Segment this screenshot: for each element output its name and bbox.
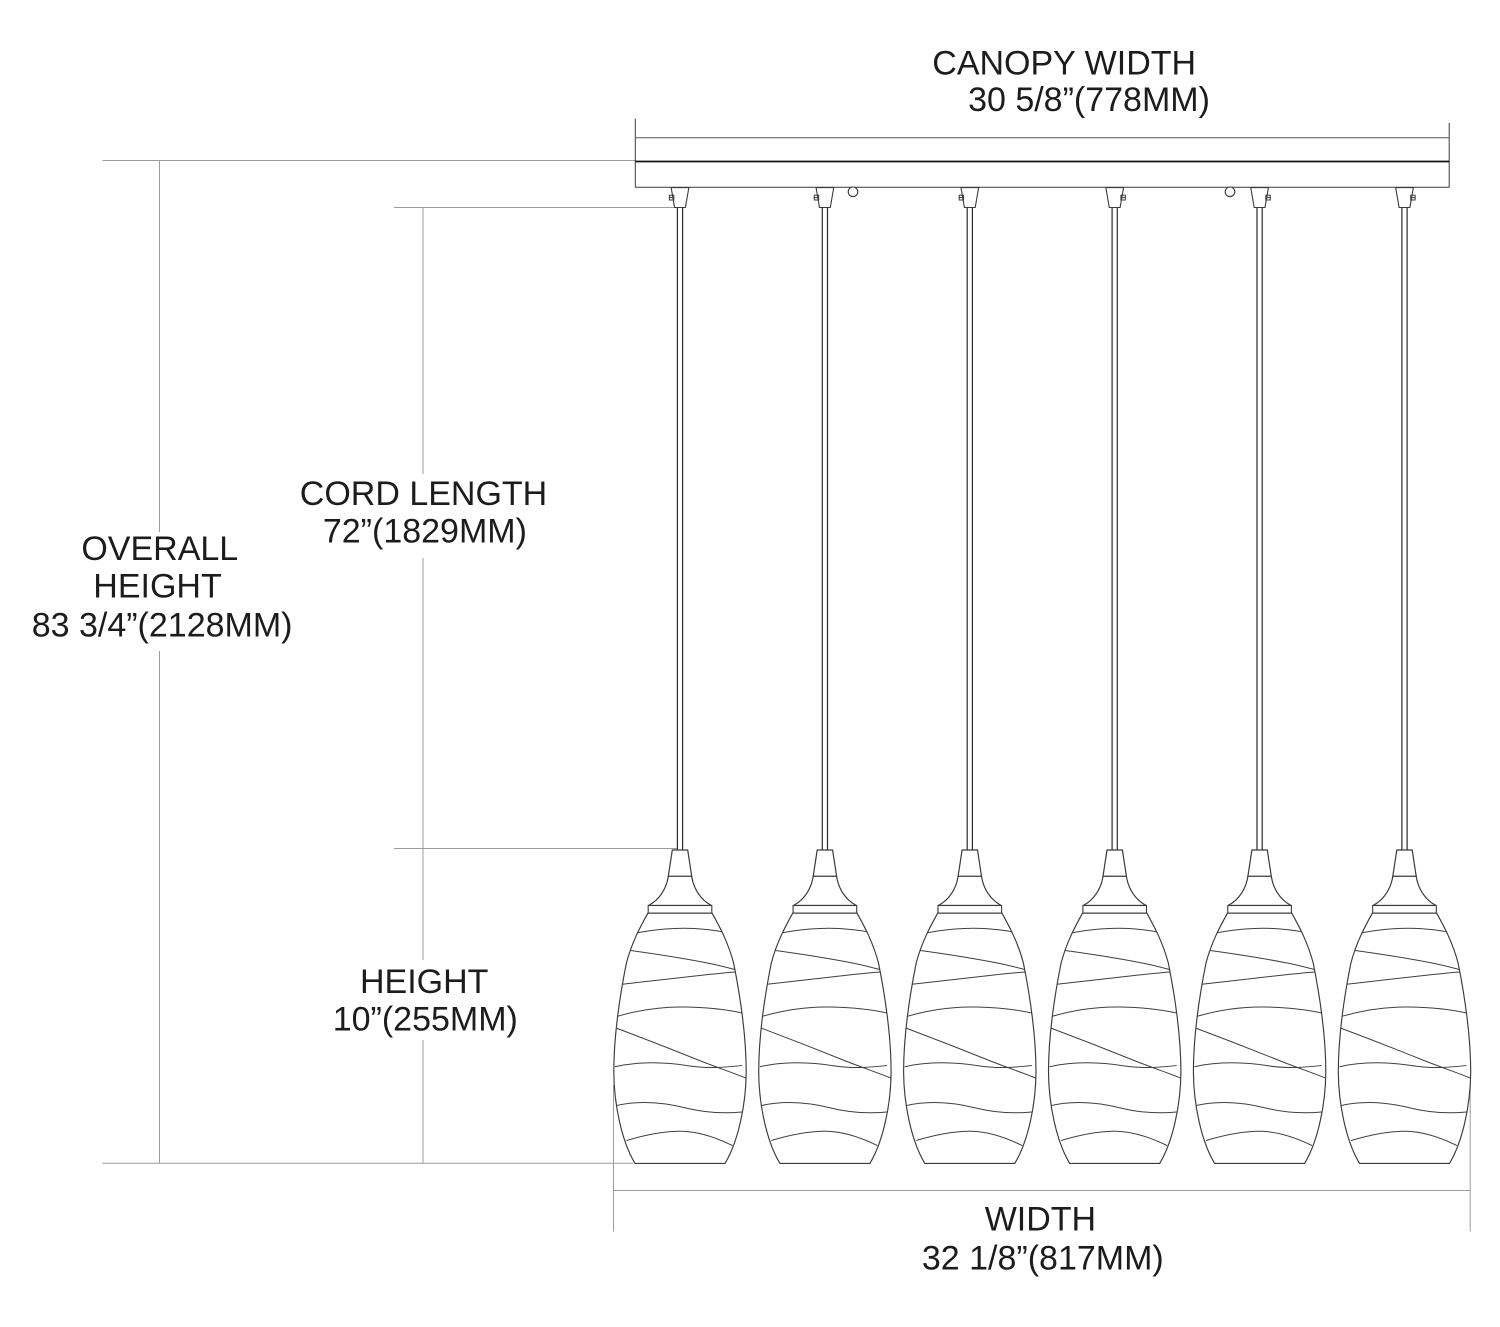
svg-text:10”(255MM): 10”(255MM) [333,1001,518,1039]
svg-text:83 3/4”(2128MM): 83 3/4”(2128MM) [32,607,293,645]
svg-text:30 5/8”(778MM): 30 5/8”(778MM) [968,81,1210,119]
svg-text:HEIGHT: HEIGHT [360,963,488,1001]
svg-text:72”(1829MM): 72”(1829MM) [323,513,527,551]
svg-text:OVERALL: OVERALL [81,530,238,568]
svg-text:CORD LENGTH: CORD LENGTH [300,475,547,513]
svg-text:32 1/8”(817MM): 32 1/8”(817MM) [922,1240,1164,1278]
svg-text:CANOPY WIDTH: CANOPY WIDTH [932,44,1196,82]
svg-text:HEIGHT: HEIGHT [93,568,221,606]
svg-text:WIDTH: WIDTH [985,1201,1096,1239]
